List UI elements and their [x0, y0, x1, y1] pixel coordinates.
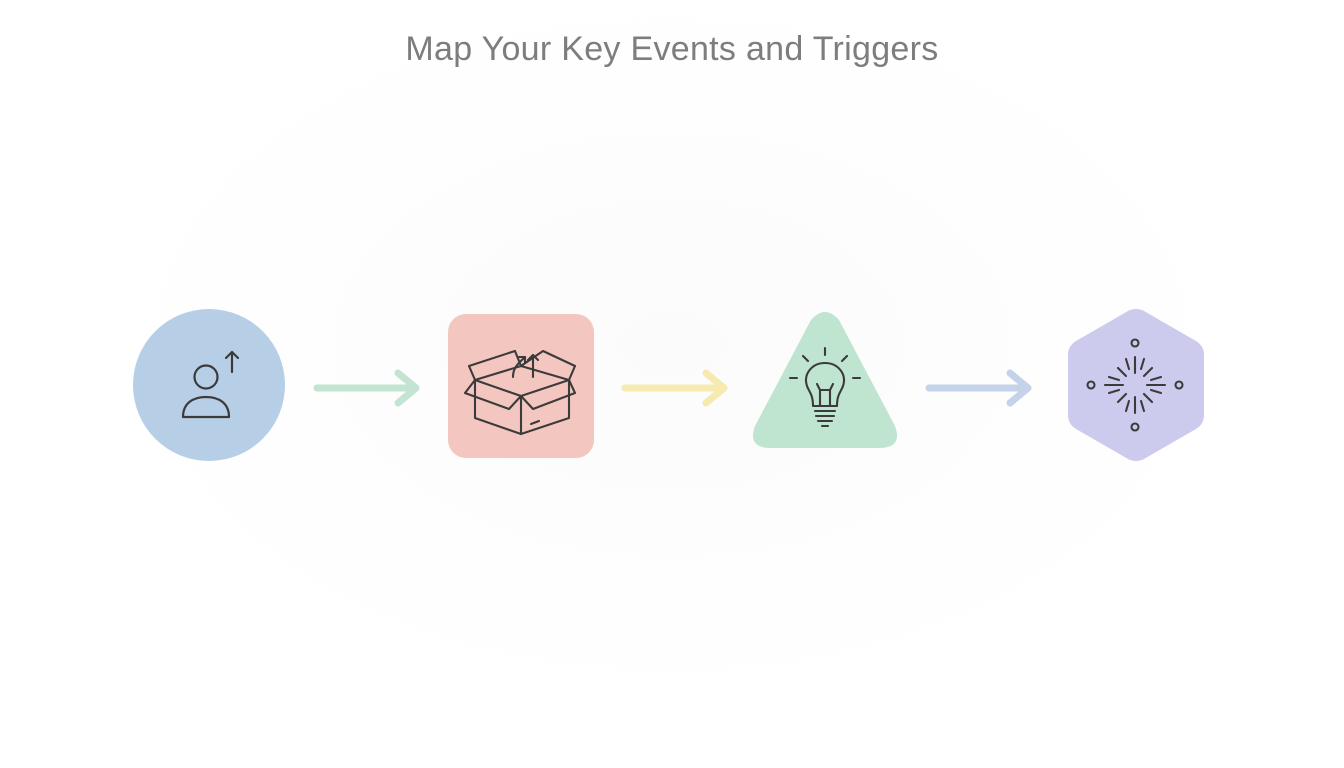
step-1-shape — [133, 309, 285, 461]
lightbulb-icon — [788, 346, 862, 428]
diagram-title: Map Your Key Events and Triggers — [405, 30, 939, 68]
step-2-node — [447, 313, 595, 459]
step-4-shape — [1068, 309, 1204, 461]
user-up-icon — [181, 350, 240, 419]
connector-arrow-3 — [924, 366, 1036, 415]
connector-arrow-2 — [620, 366, 732, 415]
step-4-node — [1066, 307, 1206, 463]
connector-arrow-1 — [312, 366, 424, 415]
step-3-node — [749, 310, 901, 450]
step-1-node — [132, 308, 286, 462]
sparkle-burst-icon — [1086, 338, 1184, 432]
open-box-icon — [463, 349, 577, 436]
step-3-shape — [753, 312, 897, 448]
